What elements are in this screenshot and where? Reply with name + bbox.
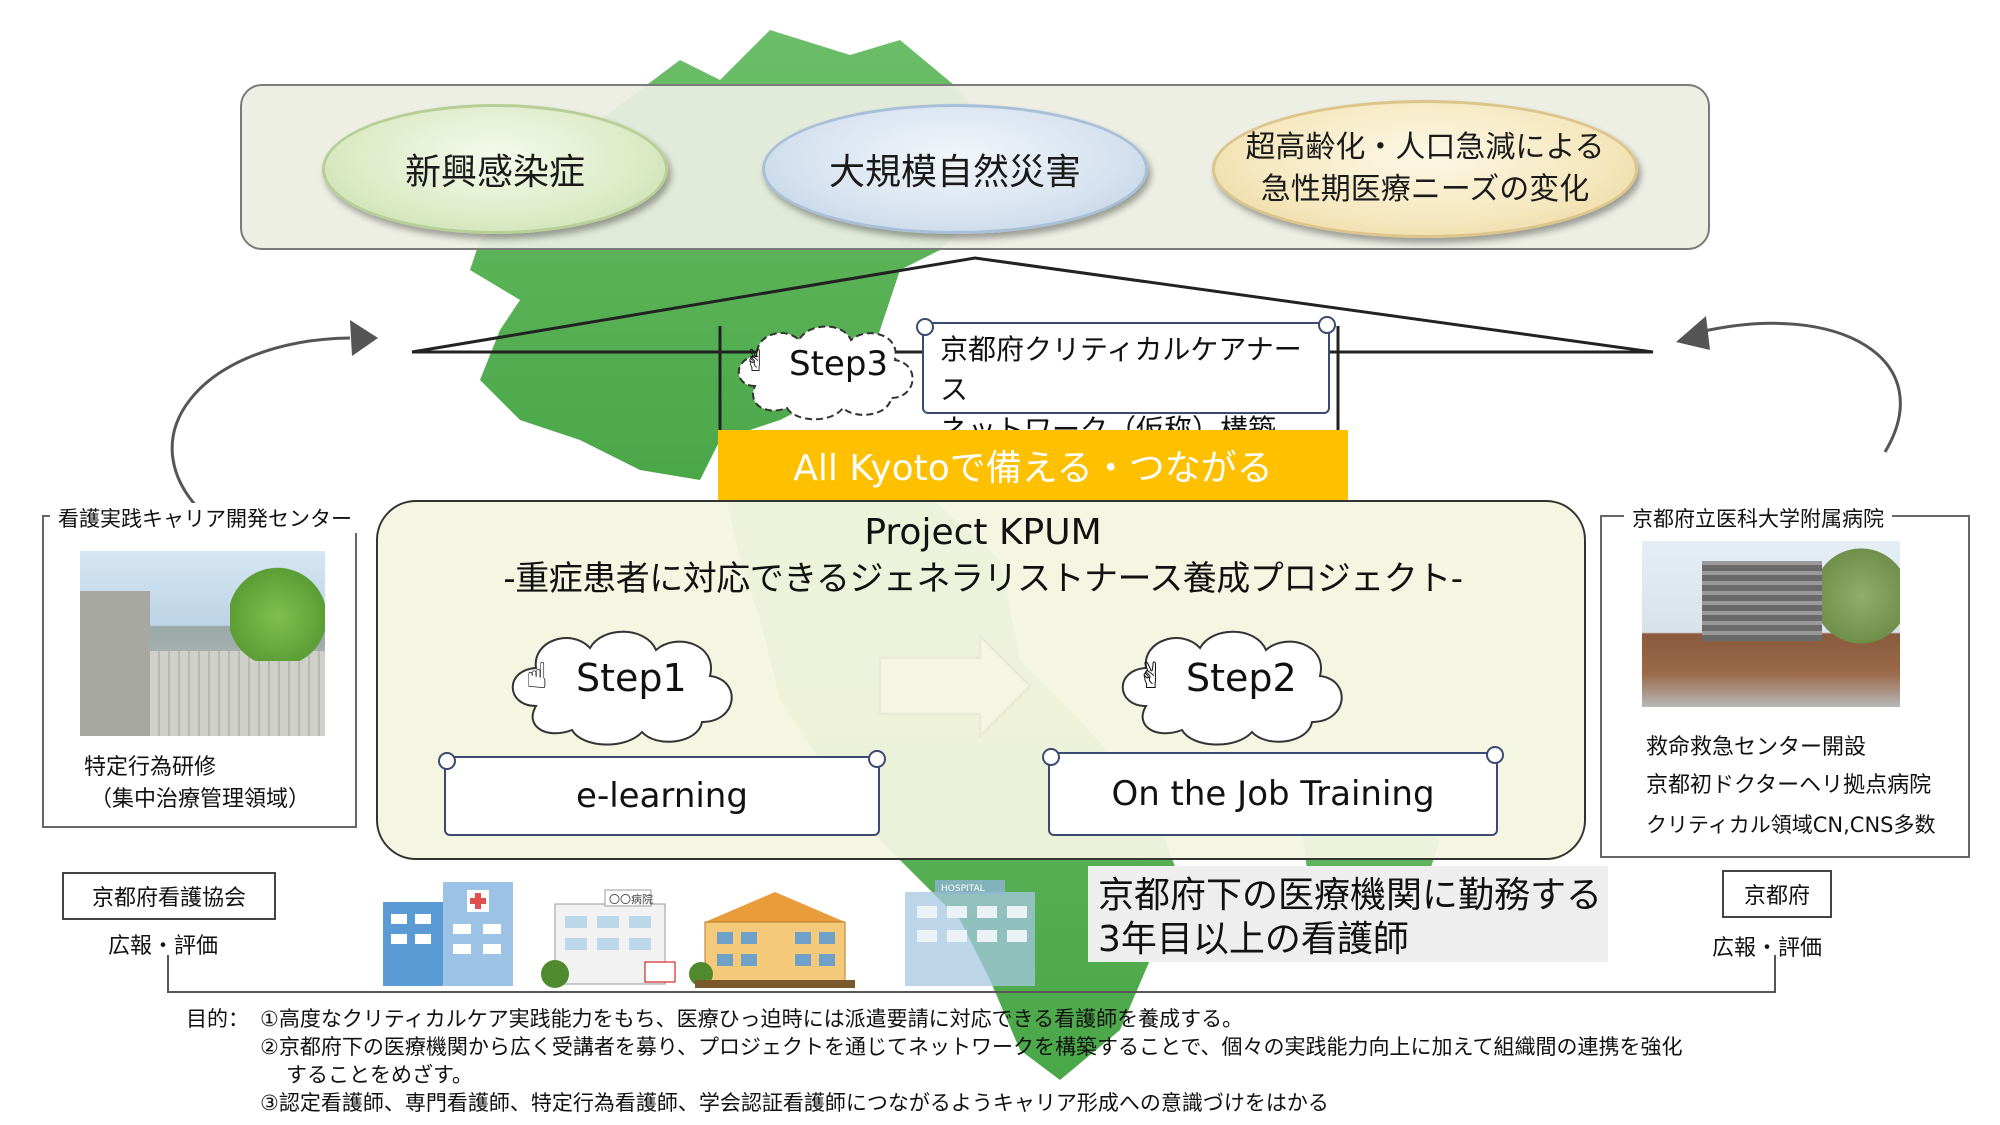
kyoto-prefecture-role: 広報・評価	[1712, 936, 1823, 961]
nursing-association-role: 広報・評価	[108, 934, 219, 959]
career-center-panel: 看護実践キャリア開発センター 特定行為研修 （集中治療管理領域）	[42, 503, 360, 828]
hospital-building-1-icon	[383, 882, 513, 986]
step1-scroll: e-learning	[438, 750, 886, 836]
hospital-building-2-icon: 〇〇病院	[541, 889, 676, 988]
purpose-item2a: ②京都府下の医療機関から広く受講者を募り、プロジェクトを通じてネットワークを構築…	[260, 1035, 1683, 1059]
risk-panel: 新興感染症 大規模自然災害 超高齢化・人口急減による 急性期医療ニーズの変化	[240, 84, 1710, 250]
step3-scroll: 京都府クリティカルケアナース ネットワーク（仮称）構築	[916, 316, 1336, 446]
right-curved-arrow	[1699, 321, 1902, 453]
natural-disaster-label: 大規模自然災害	[828, 152, 1081, 193]
hospital-building-3-icon	[689, 892, 855, 988]
project-title: Project KPUM	[864, 512, 1102, 553]
university-hospital-item2: 京都初ドクターヘリ拠点病院	[1646, 773, 1932, 798]
project-subtitle: -重症患者に対応できるジェネラリストナース養成プロジェクト-	[503, 559, 1463, 599]
hospital-sign-2: HOSPITAL	[941, 884, 985, 894]
step2-scroll: On the Job Training	[1042, 746, 1504, 836]
university-hospital-photo	[1642, 541, 1900, 707]
career-center-photo	[80, 551, 325, 736]
hospital-sign-1: 〇〇病院	[609, 892, 653, 906]
aging-label-line2: 急性期医療ニーズの変化	[1260, 172, 1590, 207]
aging-label-line1: 超高齢化・人口急減による	[1245, 130, 1605, 165]
hospital-building-4-icon: HOSPITAL	[905, 880, 1035, 986]
peace-hand-icon: ✌	[743, 344, 769, 379]
kyoto-prefecture-box: 京都府	[1722, 870, 1832, 918]
emerging-infection-label: 新興感染症	[404, 152, 585, 193]
target-nurses-box	[1088, 866, 1608, 962]
step3-label: Step3	[789, 344, 889, 384]
step2-scroll-label: On the Job Training	[1111, 774, 1435, 814]
university-hospital-item1: 救命救急センター開設	[1646, 735, 1867, 760]
purpose-label: 目的：	[186, 1007, 249, 1031]
purpose-item1: ①高度なクリティカルケア実践能力をもち、医療ひっ迫時には派遣要請に対応できる看護…	[260, 1007, 1244, 1031]
step3-scroll-line1: 京都府クリティカルケアナース	[940, 333, 1302, 406]
natural-disaster-oval: 大規模自然災害	[762, 104, 1148, 234]
peace-hand-icon: ✌	[1136, 656, 1167, 697]
purpose-section: 目的： ①高度なクリティカルケア実践能力をもち、医療ひっ迫時には派遣要請に対応で…	[186, 1005, 1682, 1117]
step1-scroll-label: e-learning	[576, 776, 748, 816]
project-panel: Project KPUM -重症患者に対応できるジェネラリストナース養成プロジェ…	[376, 500, 1586, 860]
hospital-illustrations: 〇〇病院 HOSPITAL	[383, 880, 1035, 988]
step1-cloud: ☝ Step1	[496, 620, 746, 750]
left-curved-arrow	[170, 336, 351, 522]
step2-label: Step2	[1186, 656, 1297, 700]
step1-label: Step1	[576, 656, 687, 700]
target-nurses-line2: 3年目以上の看護師	[1098, 919, 1409, 960]
target-nurses-line1: 京都府下の医療機関に勤務する	[1098, 875, 1603, 916]
index-hand-icon: ☝	[526, 656, 548, 697]
university-hospital-item3: クリティカル領域CN,CNS多数	[1646, 813, 1936, 837]
step2-cloud: ✌ Step2	[1106, 620, 1356, 750]
kyoto-prefecture-label: 京都府	[1743, 884, 1810, 909]
career-center-line1: 特定行為研修	[84, 755, 217, 780]
step3-cloud: ✌ Step3	[725, 316, 925, 426]
career-center-line2: （集中治療管理領域）	[90, 787, 311, 812]
university-hospital-title: 京都府立医科大学附属病院	[1624, 503, 1892, 533]
career-center-title: 看護実践キャリア開発センター	[50, 503, 360, 533]
aging-oval: 超高齢化・人口急減による 急性期医療ニーズの変化	[1212, 100, 1638, 238]
nursing-association-label: 京都府看護協会	[91, 886, 246, 911]
emerging-infection-oval: 新興感染症	[322, 104, 668, 234]
nursing-association-box: 京都府看護協会	[62, 872, 276, 920]
purpose-item2b: することをめざす。	[286, 1063, 473, 1087]
all-kyoto-banner: All Kyotoで備える・つながる	[718, 430, 1348, 500]
university-hospital-panel: 京都府立医科大学附属病院 救命救急センター開設 京都初ドクターヘリ拠点病院 クリ…	[1600, 503, 1970, 858]
all-kyoto-banner-label: All Kyotoで備える・つながる	[793, 448, 1273, 489]
purpose-item3: ③認定看護師、専門看護師、特定行為看護師、学会認証看護師につながるようキャリア形…	[260, 1091, 1329, 1115]
